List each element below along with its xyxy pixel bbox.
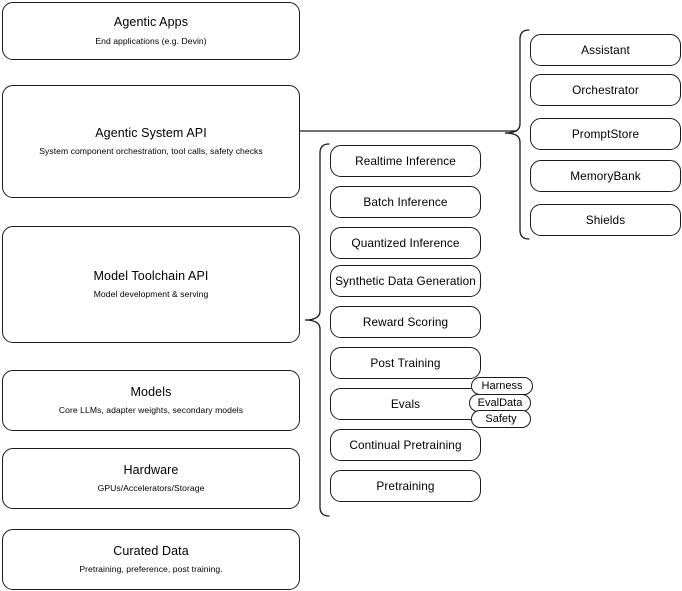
badge-label: EvalData	[477, 397, 523, 409]
capability-quantized-inference[interactable]: Quantized Inference	[330, 227, 481, 259]
capability-post-training[interactable]: Post Training	[330, 347, 481, 379]
layer-subtitle: Model development & serving	[93, 289, 209, 300]
badge-label: Safety	[485, 413, 517, 425]
toolchain-capabilities-brace	[304, 143, 330, 517]
component-label: Orchestrator	[572, 82, 639, 97]
capability-label: Evals	[390, 396, 421, 411]
capability-synthetic-data-generation[interactable]: Synthetic Data Generation	[330, 265, 481, 297]
layer-subtitle: System component orchestration, tool cal…	[39, 146, 263, 157]
capability-evals[interactable]: Evals	[330, 388, 481, 420]
capability-label: Pretraining	[376, 478, 435, 493]
component-label: MemoryBank	[570, 168, 641, 183]
layer-title: Agentic System API	[95, 125, 207, 140]
layer-title: Hardware	[123, 462, 179, 477]
badge-label: Harness	[481, 380, 523, 392]
layer-title: Models	[130, 384, 172, 399]
layer-agentic-system-api[interactable]: Agentic System API System component orche…	[2, 85, 300, 198]
component-label: Shields	[585, 212, 626, 227]
capability-label: Continual Pretraining	[349, 437, 462, 452]
layer-subtitle: End applications (e.g. Devin)	[95, 35, 207, 46]
layer-model-toolchain-api[interactable]: Model Toolchain API Model development & s…	[2, 226, 300, 343]
layer-title: Agentic Apps	[113, 15, 189, 30]
capability-reward-scoring[interactable]: Reward Scoring	[330, 306, 481, 338]
safety-badge[interactable]: Safety	[471, 410, 531, 428]
capability-realtime-inference[interactable]: Realtime Inference	[330, 145, 481, 177]
component-promptstore[interactable]: PromptStore	[530, 118, 681, 150]
layer-title: Model Toolchain API	[93, 268, 209, 283]
capability-label: Reward Scoring	[362, 314, 449, 329]
capability-label: Batch Inference	[363, 194, 448, 209]
layer-title: Curated Data	[113, 543, 189, 558]
layer-subtitle: GPUs/Accelerators/Storage	[97, 483, 205, 494]
component-memorybank[interactable]: MemoryBank	[530, 160, 681, 192]
capability-label: Quantized Inference	[351, 235, 460, 250]
capability-label: Realtime Inference	[355, 153, 456, 168]
capability-label: Post Training	[370, 355, 441, 370]
capability-label: Synthetic Data Generation	[335, 273, 476, 288]
capability-pretraining[interactable]: Pretraining	[330, 470, 481, 502]
component-label: Assistant	[581, 42, 630, 57]
layer-subtitle: Core LLMs, adapter weights, secondary mo…	[58, 405, 244, 416]
component-orchestrator[interactable]: Orchestrator	[530, 74, 681, 106]
capability-continual-pretraining[interactable]: Continual Pretraining	[330, 429, 481, 461]
layer-subtitle: Pretraining, preference, post training.	[79, 564, 223, 575]
component-label: PromptStore	[571, 126, 640, 141]
capability-batch-inference[interactable]: Batch Inference	[330, 186, 481, 218]
component-assistant[interactable]: Assistant	[530, 34, 681, 66]
component-shields[interactable]: Shields	[530, 204, 681, 236]
system-components-brace	[504, 29, 530, 240]
harness-badge[interactable]: Harness	[471, 377, 533, 395]
